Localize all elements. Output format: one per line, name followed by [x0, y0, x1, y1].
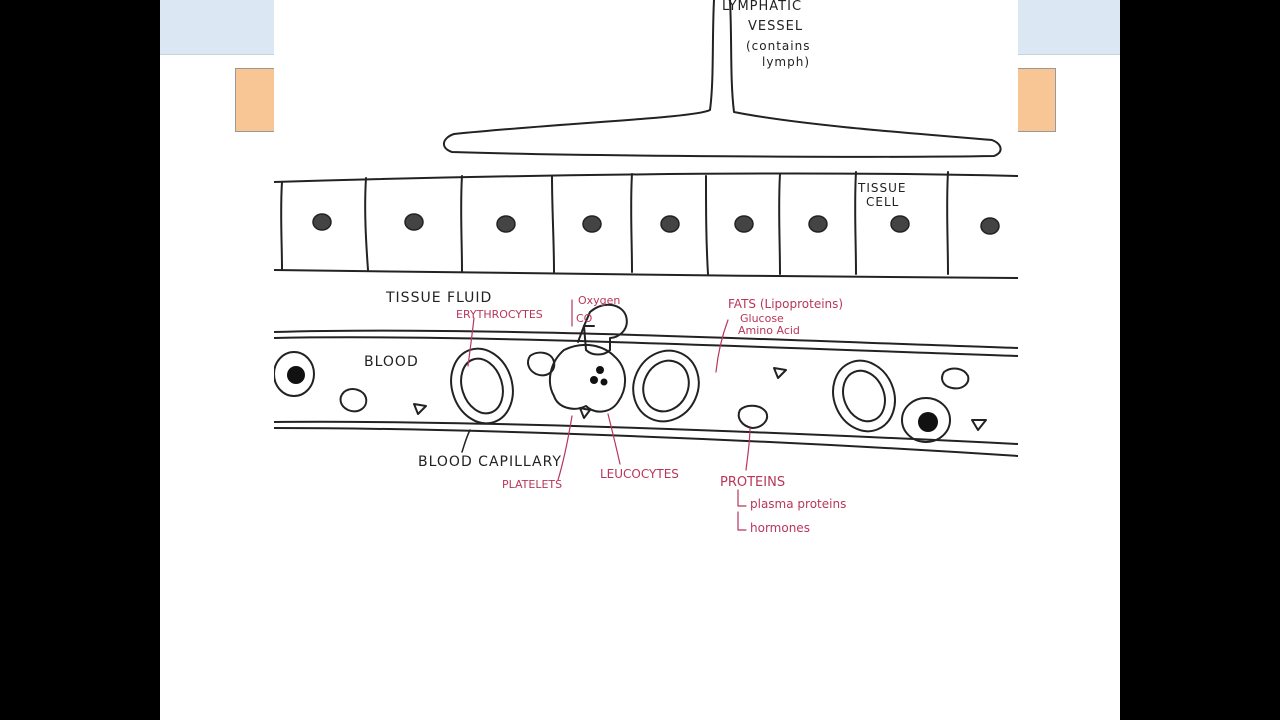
cell-divider-7 — [778, 173, 781, 275]
slide-tab-left — [235, 68, 277, 132]
pointer-capillary — [461, 429, 471, 453]
slide-tab-right — [1016, 68, 1056, 132]
annotation-hormones: hormones — [750, 521, 810, 535]
capillary-outer-bottom — [274, 427, 1018, 457]
lymphatic-vessel-outline — [443, 0, 1002, 158]
plasma-protein-2 — [527, 351, 556, 377]
erythrocyte-3 — [832, 359, 896, 433]
annotation-fats: FATS (Lipoproteins) — [728, 297, 843, 311]
pointer-platelets — [557, 415, 573, 481]
cell-nucleus-5 — [660, 215, 680, 233]
plasma-protein-4 — [941, 367, 970, 390]
label-contains: (contains — [746, 39, 810, 53]
erythrocyte-1-inner — [460, 357, 504, 415]
cell-nucleus-2 — [404, 213, 424, 231]
cell-nucleus-6 — [734, 215, 754, 233]
cell-divider-4 — [551, 175, 555, 273]
label-blood-capillary: BLOOD CAPILLARY — [418, 454, 562, 470]
annotation-co2: CO — [576, 312, 593, 325]
leucocyte-center-granule-3 — [600, 378, 608, 386]
cell-nucleus-9 — [980, 217, 1000, 235]
leucocyte-right-nucleus — [918, 412, 938, 432]
plasma-protein-1 — [339, 388, 368, 413]
cell-nucleus-8 — [890, 215, 910, 233]
annotation-proteins: PROTEINS — [720, 475, 785, 490]
cell-nucleus-7 — [808, 215, 828, 233]
platelet-3 — [773, 367, 787, 379]
leucocyte-center — [548, 343, 626, 413]
cell-divider-6 — [705, 175, 709, 275]
cell-divider-9 — [946, 171, 949, 275]
annotation-oxygen: Oxygen — [578, 294, 620, 307]
label-tissue-fluid: TISSUE FLUID — [385, 290, 492, 306]
annotation-erythrocytes: ERYTHROCYTES — [456, 308, 543, 321]
plasma-protein-3 — [737, 404, 768, 429]
annotation-plasma-proteins: plasma proteins — [750, 497, 846, 511]
cell-divider-8 — [854, 171, 857, 275]
label-tissue-cell-2: CELL — [866, 195, 899, 209]
erythrocyte-2 — [632, 349, 700, 423]
annotation-amino-acid: Amino Acid — [738, 324, 800, 337]
bracket-plasma-proteins — [737, 489, 747, 507]
pointer-fats — [715, 319, 729, 373]
label-blood: BLOOD — [364, 354, 419, 370]
annotation-glucose: Glucose — [740, 312, 784, 325]
exchange-path — [583, 303, 628, 356]
capillary-inner-bottom — [274, 420, 1018, 445]
exchange-arrow — [577, 325, 595, 343]
label-lymph: lymph) — [762, 55, 810, 69]
drawing-canvas: LYMPHATIC VESSEL (contains lymph) TISSUE… — [274, 0, 1018, 720]
leucocyte-left — [274, 351, 315, 397]
cell-nucleus-4 — [582, 215, 602, 233]
leucocyte-center-granule-2 — [590, 376, 598, 384]
capillary-inner-top — [274, 336, 1018, 357]
cell-divider-1 — [280, 181, 283, 271]
platelet-1 — [413, 403, 427, 415]
erythrocyte-3-inner — [842, 369, 886, 423]
cell-divider-5 — [630, 173, 633, 273]
leucocyte-right — [901, 397, 951, 443]
erythrocyte-2-inner — [642, 359, 690, 413]
cell-nucleus-3 — [496, 215, 516, 233]
pointer-proteins — [745, 427, 751, 471]
label-lymphatic: LYMPHATIC — [722, 0, 802, 14]
tissue-layer-bottom — [274, 269, 1018, 279]
cell-divider-2 — [364, 177, 369, 271]
platelet-4 — [971, 419, 987, 431]
annotation-leucocytes: LEUCOCYTES — [600, 467, 679, 481]
cell-divider-3 — [460, 175, 463, 273]
pointer-erythrocytes — [467, 317, 475, 367]
annotation-platelets: PLATELETS — [502, 478, 562, 491]
cell-nucleus-1 — [312, 213, 332, 231]
leucocyte-left-nucleus — [287, 366, 305, 384]
label-tissue-cell-1: TISSUE — [857, 181, 906, 195]
erythrocyte-1 — [450, 347, 514, 425]
capillary-outer-top — [274, 329, 1018, 349]
pointer-leucocytes — [607, 413, 621, 465]
leucocyte-center-granule-1 — [596, 366, 604, 374]
platelet-2 — [579, 407, 591, 419]
tissue-fluid-diagram: LYMPHATIC VESSEL (contains lymph) TISSUE… — [274, 0, 1018, 535]
bracket-hormones — [737, 511, 747, 531]
label-vessel: VESSEL — [748, 19, 803, 34]
